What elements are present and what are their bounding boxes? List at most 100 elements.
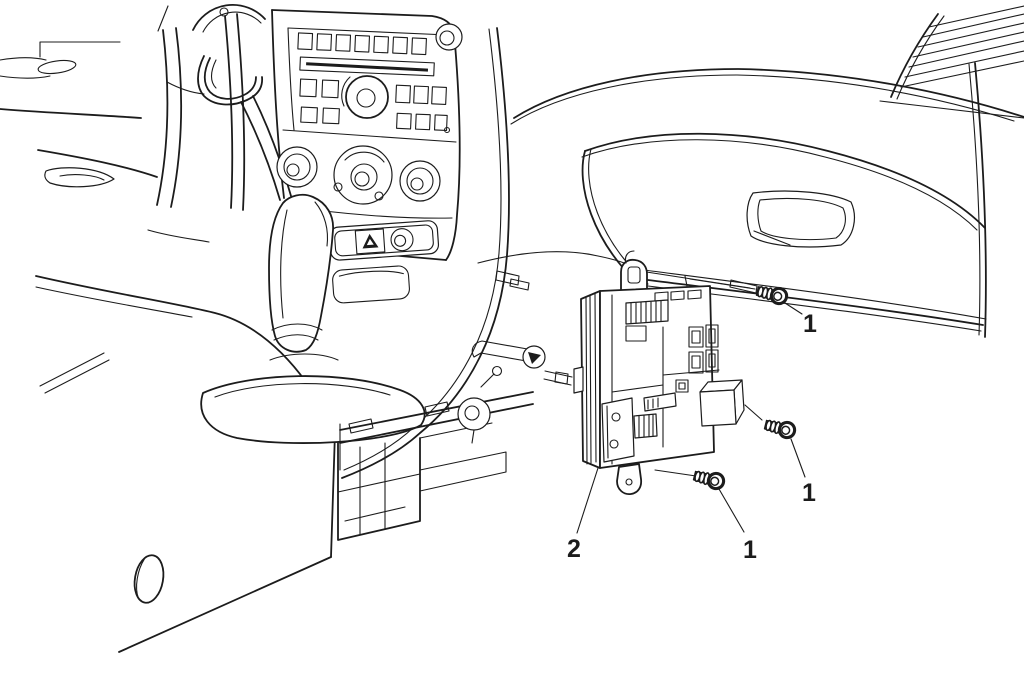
- hazard-triangle-icon: [362, 233, 379, 249]
- console-tray: [332, 265, 410, 304]
- hvac-knob-center-hub: [350, 163, 378, 191]
- steering-wheel-rim: [192, 4, 266, 31]
- stack-bezel-right: [445, 31, 461, 261]
- strip-knob-inner: [394, 234, 407, 247]
- hvac-knob-left-center: [286, 163, 300, 177]
- side-panel-hole-inner: [136, 558, 145, 600]
- module-connector-pins: [630, 300, 662, 324]
- shifter: [200, 193, 426, 444]
- radio-button: [431, 86, 447, 105]
- module-sub-rect: [625, 325, 647, 342]
- vent-louver: [928, 5, 1024, 28]
- console-right-sweep-inner: [343, 28, 502, 471]
- fasteners: [654, 278, 798, 492]
- hood-release-lever: [44, 167, 115, 188]
- bolt-bottom: [691, 466, 727, 492]
- hood-release-slot: [59, 174, 105, 181]
- callout-label-1-top: 1: [803, 310, 817, 338]
- body-control-module: [573, 250, 751, 495]
- dash-left-edge: [0, 57, 47, 61]
- tray-inner-line: [338, 270, 404, 277]
- console-lower-left-edge-2: [35, 286, 193, 318]
- radio-button: [396, 112, 412, 130]
- module-left-clip: [573, 366, 584, 394]
- console-opening: [200, 375, 426, 444]
- module-square: [675, 379, 689, 393]
- module-well: [705, 349, 719, 373]
- callout-module: 2: [567, 467, 599, 563]
- console-opening-inner: [214, 383, 391, 398]
- module-well-inner: [708, 328, 716, 344]
- console-and-dash-lines: [35, 5, 1024, 653]
- trim-band-left: [156, 29, 169, 206]
- radio-button: [316, 33, 333, 51]
- radio-button: [392, 36, 408, 55]
- glovebox-contour: [584, 132, 986, 229]
- bracket-hole: [611, 412, 621, 422]
- vent-louver: [912, 31, 1024, 58]
- dash-top-edge: [513, 68, 1024, 119]
- dash-top-edge-2: [510, 74, 1015, 125]
- module-tab-hole: [625, 478, 633, 486]
- dash-right-end: [974, 62, 987, 338]
- radio-button: [322, 107, 340, 125]
- trim-band-right: [170, 27, 183, 208]
- console-seam: [477, 251, 642, 272]
- module-top-ear: [620, 258, 648, 292]
- column-lower-band: [240, 101, 281, 201]
- bezel-screw: [443, 126, 451, 134]
- column-shroud-seam: [197, 55, 263, 106]
- column-shroud-seam-3: [210, 59, 217, 89]
- column-gap-line: [166, 81, 205, 95]
- bolt-axis-line-top: [689, 278, 756, 290]
- stud-clip-triangle: [528, 352, 541, 364]
- side-panel-hole: [133, 554, 165, 604]
- module-shelf-line: [611, 384, 664, 393]
- radio-button: [300, 106, 318, 124]
- vent-louver: [917, 22, 1024, 48]
- glovebox-contour-2: [581, 139, 978, 231]
- shifter-knob-shading-2: [314, 201, 329, 247]
- radio-button: [433, 114, 448, 132]
- vent-louver: [908, 40, 1024, 68]
- hvac-knob-center-arc: [344, 151, 385, 163]
- leader-line: [784, 302, 803, 315]
- hvac-knob-right-inner: [406, 167, 434, 195]
- rail-clip: [348, 418, 374, 434]
- grommet: [457, 397, 491, 431]
- volume-knob: [345, 75, 389, 119]
- pillar-tick: [157, 5, 169, 32]
- dash-step-line: [39, 41, 121, 58]
- hvac-knob-right: [399, 160, 441, 202]
- radio-button: [413, 85, 429, 105]
- radio-mid-row: [299, 78, 448, 132]
- radio-button: [373, 35, 390, 54]
- radio-preset-row: [297, 32, 427, 56]
- callout-bolt-right: 1: [790, 438, 816, 507]
- grommet-inner: [464, 405, 480, 421]
- module-ear-slot: [627, 266, 641, 284]
- radio-button: [297, 32, 314, 51]
- steering-hub-detail: [219, 7, 229, 17]
- hvac-dot-left: [333, 182, 343, 192]
- side-panel-right-edge: [330, 431, 336, 558]
- callout-label-2: 2: [567, 535, 581, 563]
- dash-right-end-2: [968, 63, 981, 336]
- tie-bar-tick: [684, 275, 688, 287]
- hvac-panel-divider: [282, 129, 457, 143]
- column-shroud-seam-2: [203, 57, 257, 100]
- switch-strip-inner: [334, 224, 434, 257]
- radio-plate-edge: [287, 27, 295, 131]
- bracket-rail-bottom: [339, 403, 534, 444]
- carpet-seam: [39, 352, 105, 387]
- pin-tail: [480, 373, 495, 388]
- rail-clip: [424, 401, 450, 417]
- bolt-right: [762, 415, 798, 441]
- volume-knob-center: [356, 88, 376, 108]
- hvac-dot-right: [374, 191, 384, 201]
- module-well: [705, 324, 719, 348]
- hvac-knob-center-hub2: [354, 171, 370, 187]
- shifter-knob: [268, 193, 334, 353]
- radio-button: [321, 79, 340, 99]
